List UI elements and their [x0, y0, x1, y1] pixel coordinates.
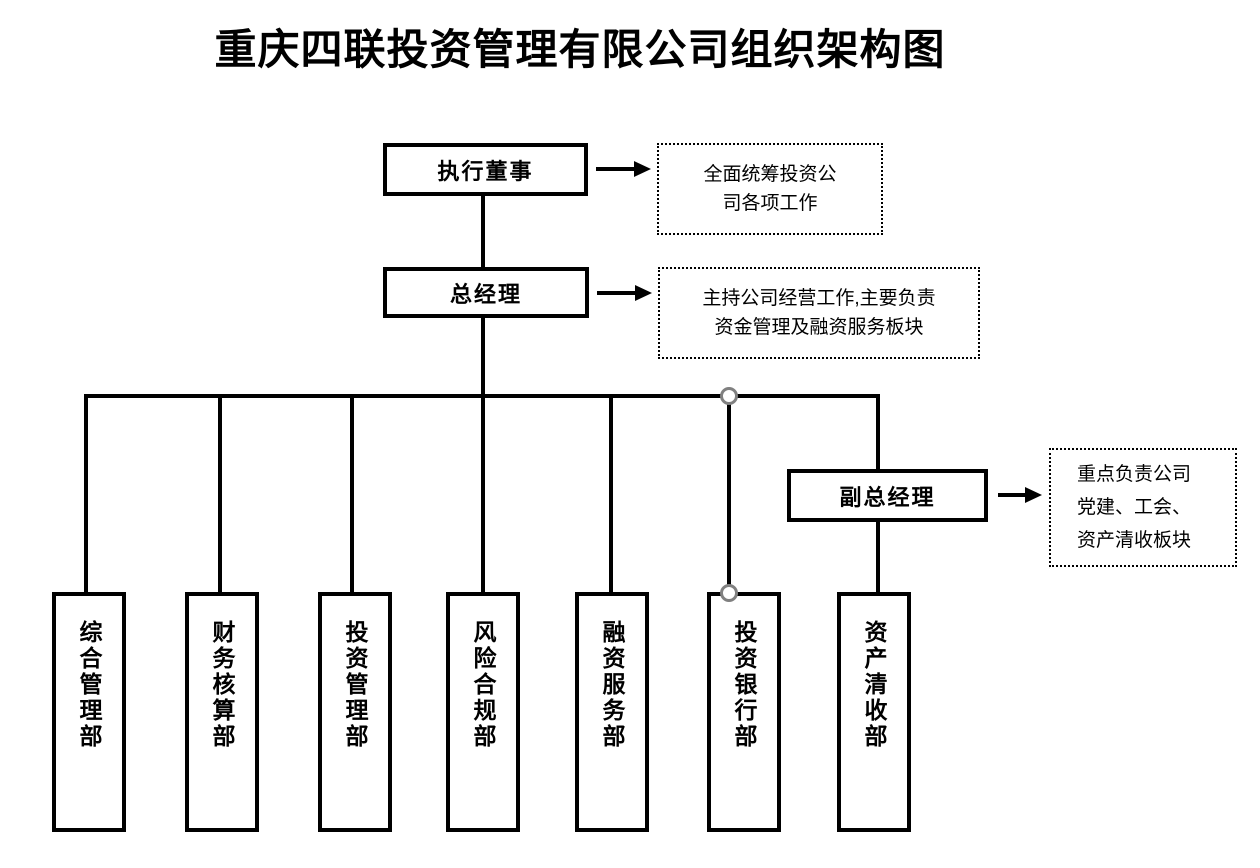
dept-box-investment-banking: 投资银行部: [707, 592, 781, 832]
dept-box-general-management: 综合管理部: [52, 592, 126, 832]
node-executive-director: 执行董事: [383, 143, 588, 196]
dept-label: 财务核算部: [209, 620, 235, 750]
dept-label: 综合管理部: [76, 620, 102, 750]
dept-box-investment-management: 投资管理部: [318, 592, 392, 832]
dept-label: 投资管理部: [342, 620, 368, 750]
arrow-right-icon: [998, 484, 1044, 511]
connector-drop-3: [350, 394, 354, 593]
dept-label: 融资服务部: [599, 620, 625, 750]
connector-node-circle: [720, 387, 738, 405]
arrow-right-icon: [596, 158, 652, 185]
connector-node-circle: [720, 584, 738, 602]
note-line: 党建、工会、: [1077, 497, 1192, 518]
dept-label: 资产清收部: [861, 620, 887, 750]
dept-box-financial-accounting: 财务核算部: [185, 592, 259, 832]
connector-exec-to-gm: [481, 196, 485, 268]
note-line: 主持公司经营工作,主要负责: [702, 288, 936, 309]
node-label: 执行董事: [437, 158, 534, 184]
dept-label: 投资银行部: [731, 620, 757, 750]
dept-box-financing-services: 融资服务部: [575, 592, 649, 832]
note-line: 资金管理及融资服务板块: [714, 317, 924, 338]
connector-gm-to-trunk: [481, 317, 485, 398]
note-deputy-general-manager: 重点负责公司 党建、工会、 资产清收板块: [1049, 448, 1237, 567]
note-line: 资产清收板块: [1077, 530, 1192, 551]
connector-drop-6: [727, 394, 731, 593]
page-title: 重庆四联投资管理有限公司组织架构图: [214, 26, 946, 73]
note-line: 全面统筹投资公: [703, 164, 837, 185]
note-line: 重点负责公司: [1077, 464, 1192, 485]
note-line: 司各项工作: [722, 193, 818, 214]
connector-drop-7-lower: [876, 521, 880, 593]
node-label: 总经理: [449, 281, 522, 307]
arrow-right-icon: [597, 282, 653, 309]
node-deputy-general-manager: 副总经理: [787, 469, 988, 522]
node-general-manager: 总经理: [383, 267, 589, 318]
dept-label: 风险合规部: [470, 620, 496, 750]
connector-drop-2: [218, 394, 222, 593]
connector-drop-5: [609, 394, 613, 593]
dept-box-risk-compliance: 风险合规部: [446, 592, 520, 832]
connector-drop-1: [84, 394, 88, 593]
dept-box-asset-recovery: 资产清收部: [837, 592, 911, 832]
node-label: 副总经理: [839, 484, 936, 510]
connector-drop-7-upper: [876, 394, 880, 470]
note-executive-director: 全面统筹投资公 司各项工作: [657, 143, 883, 235]
connector-drop-4: [481, 394, 485, 593]
note-general-manager: 主持公司经营工作,主要负责 资金管理及融资服务板块: [658, 267, 980, 359]
